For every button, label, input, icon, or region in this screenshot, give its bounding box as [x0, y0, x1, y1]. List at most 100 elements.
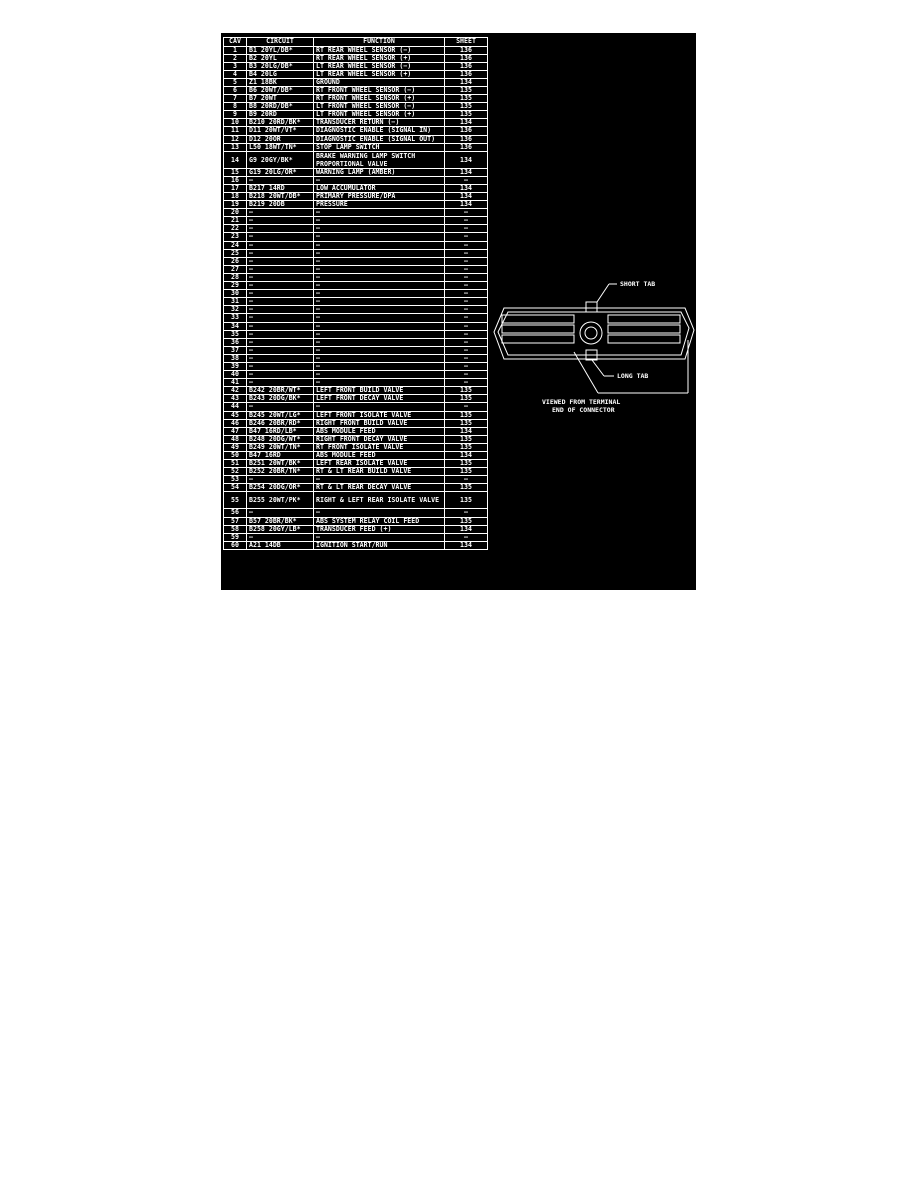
cell-function: LT FRONT WHEEL SENSOR (−) [313, 102, 445, 112]
cell-sheet: — [444, 208, 488, 218]
cell-circuit: D11 20WT/VT* [246, 126, 314, 136]
cell-sheet: 134 [444, 200, 488, 210]
cell-sheet: 135 [444, 491, 488, 510]
cell-function: — [313, 313, 445, 323]
cell-circuit: — [246, 256, 314, 266]
cell-function: — [313, 289, 445, 299]
cell-circuit: B245 20WT/LG* [246, 410, 314, 420]
cell-sheet: — [444, 232, 488, 242]
cell-sheet: — [444, 248, 488, 258]
cell-circuit: B47 16RD [246, 450, 314, 461]
cell-cav: 31 [223, 297, 247, 307]
cell-function: — [313, 353, 445, 363]
cell-function: — [313, 216, 445, 226]
cell-circuit: — [246, 216, 314, 226]
caption-line-2: END OF CONNECTOR [552, 406, 615, 414]
cell-sheet: 134 [444, 77, 488, 87]
cell-sheet: 134 [444, 167, 488, 177]
cell-cav: 35 [223, 329, 247, 339]
cell-sheet: 136 [444, 126, 488, 136]
cell-circuit: — [246, 248, 314, 258]
connector-diagram: SHORT TAB LONG TAB VIEWED FROM TERMINAL … [486, 270, 696, 420]
cell-function: — [313, 297, 445, 307]
cell-circuit: — [246, 175, 314, 185]
table-row: 20——— [223, 208, 488, 218]
cell-sheet: — [444, 297, 488, 307]
cell-function: TRANSDUCER FEED (+) [313, 524, 445, 534]
cell-circuit: D12 20OR [246, 134, 314, 144]
header-function: FUNCTION [313, 37, 445, 47]
cell-sheet: 135 [444, 110, 488, 120]
table-row: 23——— [223, 232, 488, 242]
cell-cav: 4 [223, 69, 247, 79]
cell-sheet: 136 [444, 61, 488, 71]
cell-sheet: 136 [444, 142, 488, 152]
cell-sheet: — [444, 175, 488, 185]
cell-circuit: — [246, 345, 314, 355]
cell-cav: 48 [223, 434, 247, 444]
cell-sheet: 134 [444, 426, 488, 436]
cell-function: — [313, 321, 445, 331]
long-tab-label: LONG TAB [617, 372, 649, 380]
cell-circuit: Z1 18BK [246, 77, 314, 87]
cell-circuit: — [246, 370, 314, 380]
cell-function: RT FRONT ISOLATE VALVE [313, 442, 445, 453]
cell-cav: 10 [223, 118, 247, 128]
cell-circuit: — [246, 224, 314, 234]
cell-circuit: — [246, 240, 314, 250]
cell-cav: 17 [223, 183, 247, 194]
cell-circuit: — [246, 475, 314, 485]
cell-circuit: B57 20BR/BK* [246, 516, 314, 526]
cell-cav: 49 [223, 442, 247, 453]
cell-circuit: — [246, 264, 314, 274]
cell-sheet: 135 [444, 94, 488, 104]
cell-circuit: — [246, 532, 314, 542]
cell-cav: 7 [223, 94, 247, 104]
cell-function: — [313, 532, 445, 542]
cell-cav: 47 [223, 426, 247, 436]
cell-sheet: — [444, 321, 488, 331]
cell-function: — [313, 224, 445, 234]
table-row: 16——— [223, 175, 488, 185]
cell-cav: 40 [223, 370, 247, 380]
cell-cav: 29 [223, 281, 247, 291]
cell-cav: 33 [223, 313, 247, 323]
cell-circuit: — [246, 313, 314, 323]
cell-circuit: — [246, 321, 314, 331]
cell-sheet: — [444, 224, 488, 234]
cell-cav: 34 [223, 321, 247, 331]
cell-sheet: — [444, 240, 488, 250]
table-row: 21——— [223, 216, 488, 226]
cell-cav: 30 [223, 289, 247, 299]
cell-circuit: — [246, 361, 314, 372]
cell-circuit: B6 20WT/DB* [246, 85, 314, 96]
cell-function: — [313, 264, 445, 274]
cell-sheet: 135 [444, 467, 488, 477]
cell-cav: 56 [223, 508, 247, 518]
table-row: 53——— [223, 475, 488, 485]
cell-cav: 23 [223, 232, 247, 242]
table-row: 24——— [223, 240, 488, 250]
cell-function: PRIMARY PRESSURE/DPA [313, 191, 445, 202]
cell-cav: 5 [223, 77, 247, 87]
cell-circuit: B242 20BR/WT* [246, 386, 314, 396]
cell-function: ABS MODULE FEED [313, 426, 445, 436]
cell-sheet: 134 [444, 540, 488, 550]
cell-function: LEFT REAR ISOLATE VALVE [313, 459, 445, 469]
cell-sheet: 135 [444, 483, 488, 493]
table-row: 22——— [223, 224, 488, 234]
cell-function: RT & LT REAR DECAY VALVE [313, 483, 445, 493]
cell-sheet: 135 [444, 442, 488, 453]
cell-cav: 15 [223, 167, 247, 177]
